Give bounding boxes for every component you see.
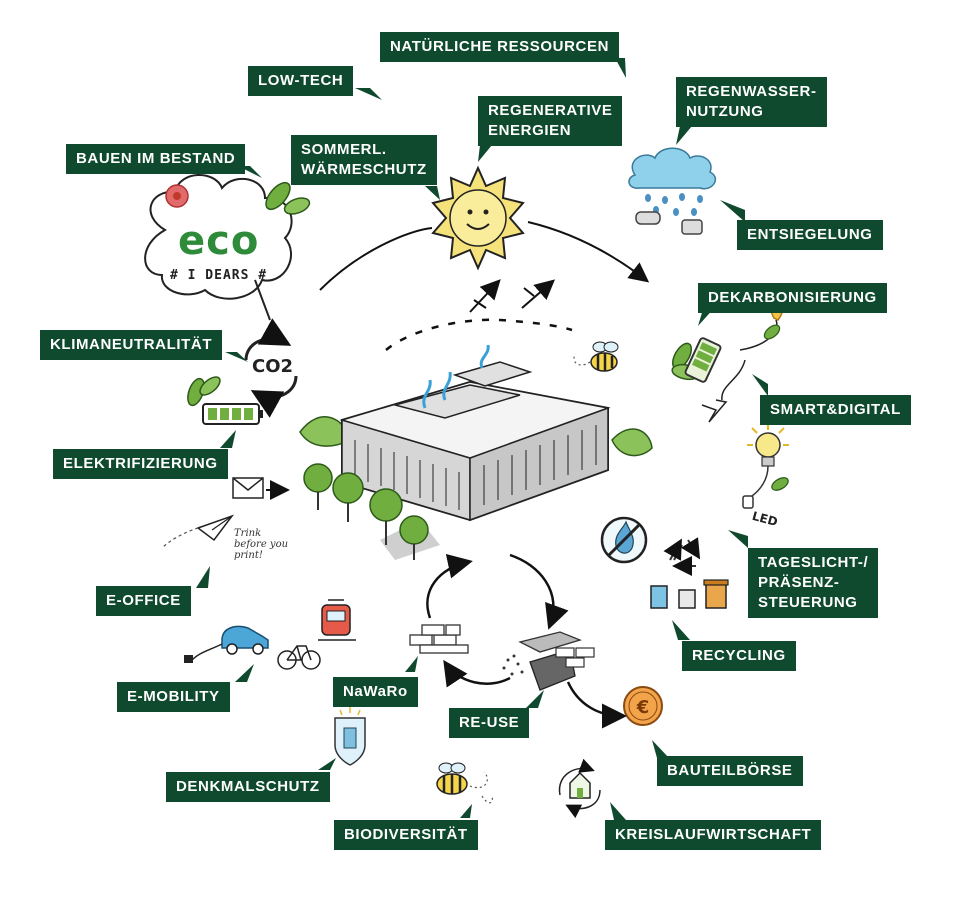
label-recycling: RECYCLING — [682, 641, 796, 671]
bricks-icon — [409, 624, 469, 654]
reuse-cycle-arrows — [426, 553, 627, 729]
paper-plane-icon — [161, 514, 235, 549]
battery-icon — [187, 376, 263, 425]
label-regenerative-energien: REGENERATIVE ENERGIEN — [478, 96, 623, 146]
trink-note: Trink before you print! — [234, 528, 289, 561]
label-dekarbonisierung: DEKARBONISIERUNG — [698, 283, 887, 313]
building-illustration — [299, 344, 653, 560]
label-tageslicht-praesenz-steuerung: TAGESLICHT-/ PRÄSENZ- STEUERUNG — [748, 548, 879, 618]
label-e-office: E-OFFICE — [96, 586, 191, 616]
recycle-symbol-icon — [663, 537, 701, 576]
bee-icon-biodiversity — [436, 762, 493, 804]
rain-cloud-icon — [628, 147, 717, 235]
label-denkmalschutz: DENKMALSCHUTZ — [166, 772, 330, 802]
label-elektrifizierung: ELEKTRIFIZIERUNG — [53, 449, 228, 479]
label-entsiegelung: ENTSIEGELUNG — [737, 220, 883, 250]
energy-arrows — [469, 279, 556, 313]
label-natuerliche-ressourcen: NATÜRLICHE RESSOURCEN — [380, 32, 619, 62]
label-kreislaufwirtschaft: KREISLAUFWIRTSCHAFT — [605, 820, 822, 850]
bee-icon — [573, 341, 619, 372]
co2-text: CO2 — [252, 356, 294, 377]
bicycle-icon — [277, 645, 321, 670]
light-bulb-icon — [742, 424, 789, 509]
euro-coin-icon — [623, 686, 663, 726]
eco-logo-text: eco — [178, 218, 260, 264]
leaf-icon-bubble — [265, 181, 311, 215]
tram-icon — [318, 599, 356, 641]
no-plastic-icon — [600, 516, 648, 564]
monument-shield-icon — [334, 707, 366, 766]
email-envelope-icon — [232, 477, 290, 500]
label-regenwassernutzung: REGENWASSER- NUTZUNG — [676, 77, 827, 127]
label-re-use: RE-USE — [449, 708, 530, 738]
co2-cycle-icon — [244, 318, 298, 418]
euro-symbol: € — [636, 697, 650, 718]
label-klimaneutralitaet: KLIMANEUTRALITÄT — [40, 330, 223, 360]
label-bauteilboerse: BAUTEILBÖRSE — [657, 756, 803, 786]
label-e-mobility: E-MOBILITY — [117, 682, 230, 712]
label-smart-digital: SMART&DIGITAL — [760, 395, 911, 425]
reuse-materials-icon — [502, 631, 595, 691]
label-sommerl-waermeschutz: SOMMERL. WÄRMESCHUTZ — [291, 135, 437, 185]
battery-leaf-icon — [671, 337, 722, 383]
circular-house-icon — [558, 758, 601, 819]
label-bauen-im-bestand: BAUEN IM BESTAND — [66, 144, 246, 174]
electric-car-icon — [184, 625, 269, 663]
label-pointers — [196, 58, 768, 820]
sun-icon — [431, 165, 525, 271]
label-biodiversitaet: BIODIVERSITÄT — [334, 820, 478, 850]
flower-icon — [165, 184, 189, 208]
eco-logo-subtext: # I DEARS # — [170, 268, 268, 283]
label-low-tech: LOW-TECH — [248, 66, 354, 96]
label-nawaro: NaWaRo — [333, 677, 418, 707]
recycling-bins-icon — [650, 579, 729, 609]
